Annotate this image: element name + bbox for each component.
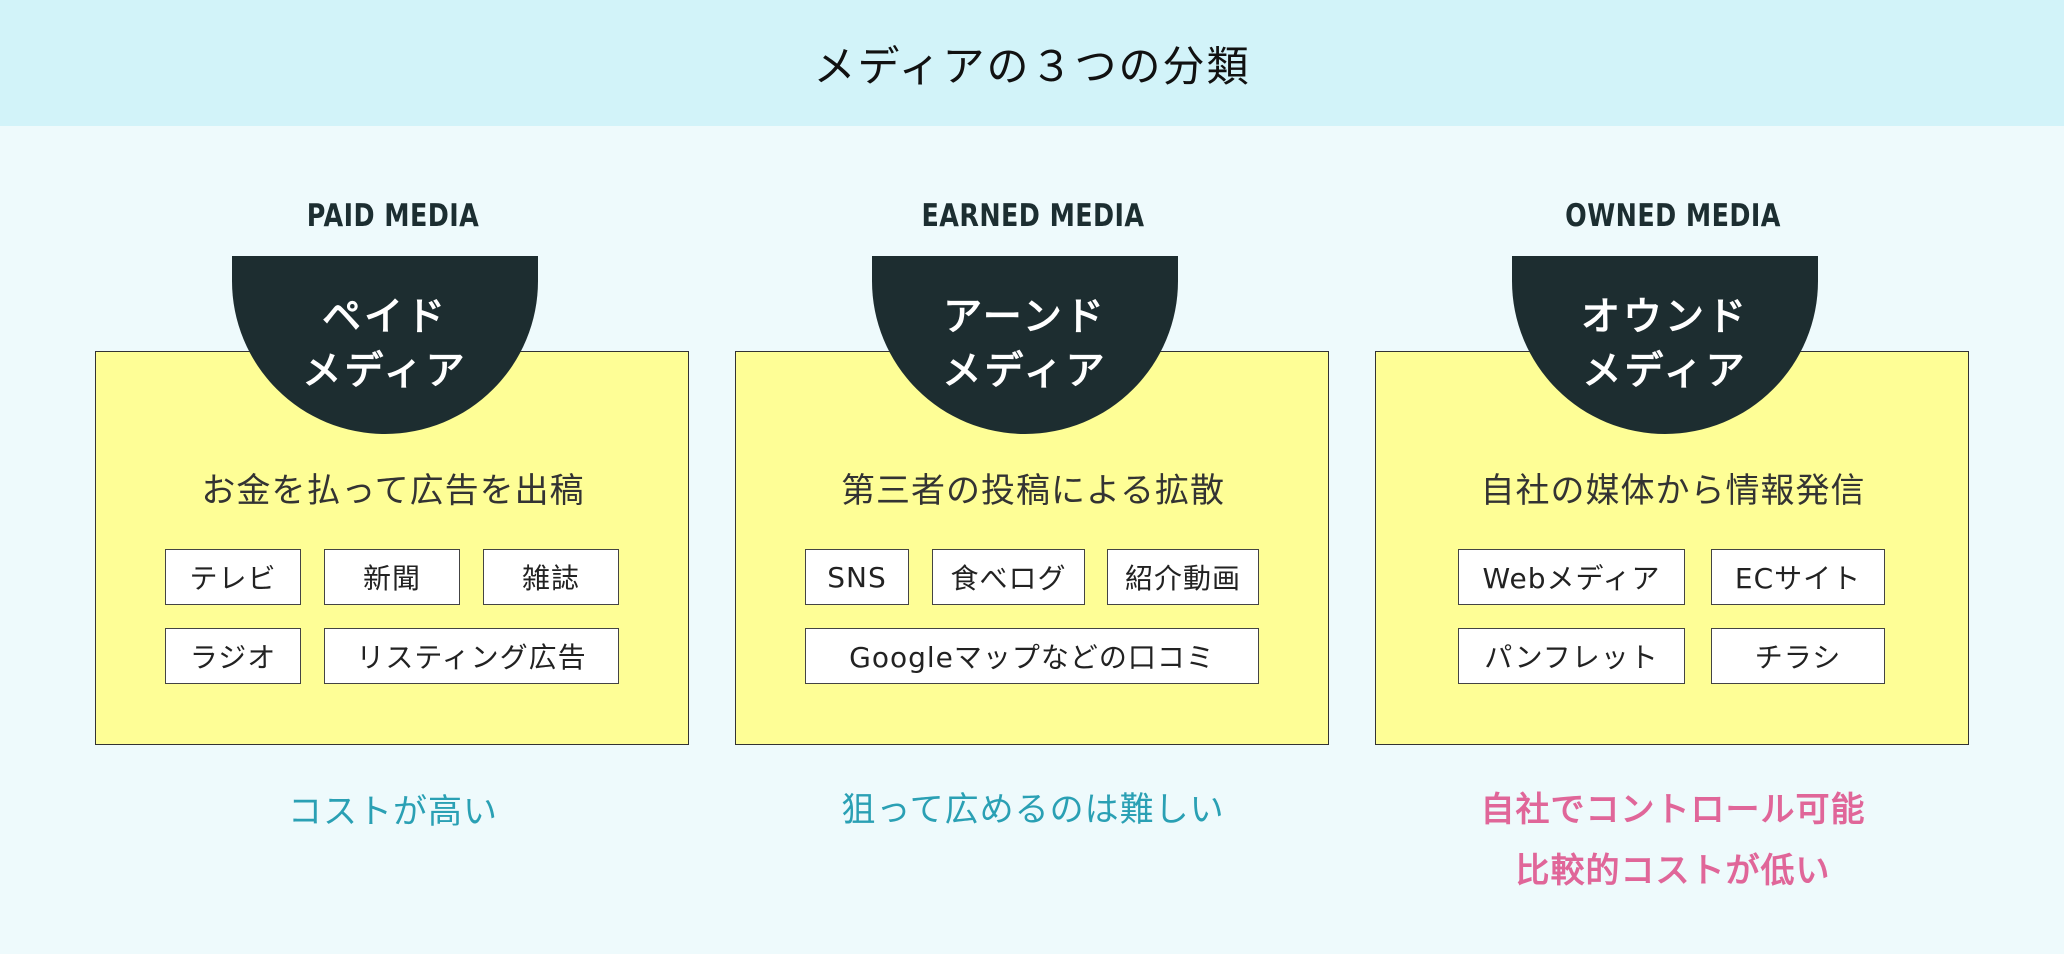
chip-tv: テレビ xyxy=(165,549,301,605)
chip-sns: SNS xyxy=(805,549,909,605)
chip-radio: ラジオ xyxy=(165,628,301,684)
paid-media-column: PAID MEDIA ペイド メディア お金を払って広告を出稿 テレビ 新聞 雑… xyxy=(95,0,691,954)
owned-media-note-1: 自社でコントロール可能 xyxy=(1480,790,1866,830)
badge-line-1: ペイド xyxy=(321,295,448,340)
badge-line-2: メディア xyxy=(942,349,1108,394)
badge-line-1: オウンド xyxy=(1580,295,1749,340)
paid-media-note: コストが高い xyxy=(288,792,498,832)
badge-line-2: メディア xyxy=(302,349,468,394)
earned-media-description: 第三者の投稿による拡散 xyxy=(841,471,1225,511)
earned-media-note: 狙って広めるのは難しい xyxy=(841,790,1225,830)
chip-tabelog: 食べログ xyxy=(932,549,1085,605)
owned-media-description: 自社の媒体から情報発信 xyxy=(1480,471,1866,511)
header-banner: メディアの３つの分類 xyxy=(0,0,2064,126)
page-title: メディアの３つの分類 xyxy=(813,41,1251,91)
chip-web-media: Webメディア xyxy=(1458,549,1685,605)
owned-media-note-2: 比較的コストが低い xyxy=(1515,851,1831,891)
chip-pamphlet: パンフレット xyxy=(1458,628,1685,684)
badge-line-2: メディア xyxy=(1582,349,1748,394)
earned-media-english-label: EARNED MEDIA xyxy=(921,198,1145,234)
chip-flyer: チラシ xyxy=(1711,628,1885,684)
paid-media-description: お金を払って広告を出稿 xyxy=(201,471,585,511)
earned-media-column: EARNED MEDIA アーンド メディア 第三者の投稿による拡散 SNS 食… xyxy=(735,0,1331,954)
chip-magazine: 雑誌 xyxy=(483,549,619,605)
badge-line-1: アーンド xyxy=(943,295,1107,340)
paid-media-english-label: PAID MEDIA xyxy=(306,198,480,234)
chip-ec-site: ECサイト xyxy=(1711,549,1885,605)
chip-newspaper: 新聞 xyxy=(324,549,460,605)
chip-listing-ads: リスティング広告 xyxy=(324,628,619,684)
owned-media-column: OWNED MEDIA オウンド メディア 自社の媒体から情報発信 Webメディ… xyxy=(1375,0,1971,954)
chip-google-maps-reviews: Googleマップなどの口コミ xyxy=(805,628,1259,684)
owned-media-english-label: OWNED MEDIA xyxy=(1565,198,1781,234)
chip-intro-video: 紹介動画 xyxy=(1107,549,1259,605)
